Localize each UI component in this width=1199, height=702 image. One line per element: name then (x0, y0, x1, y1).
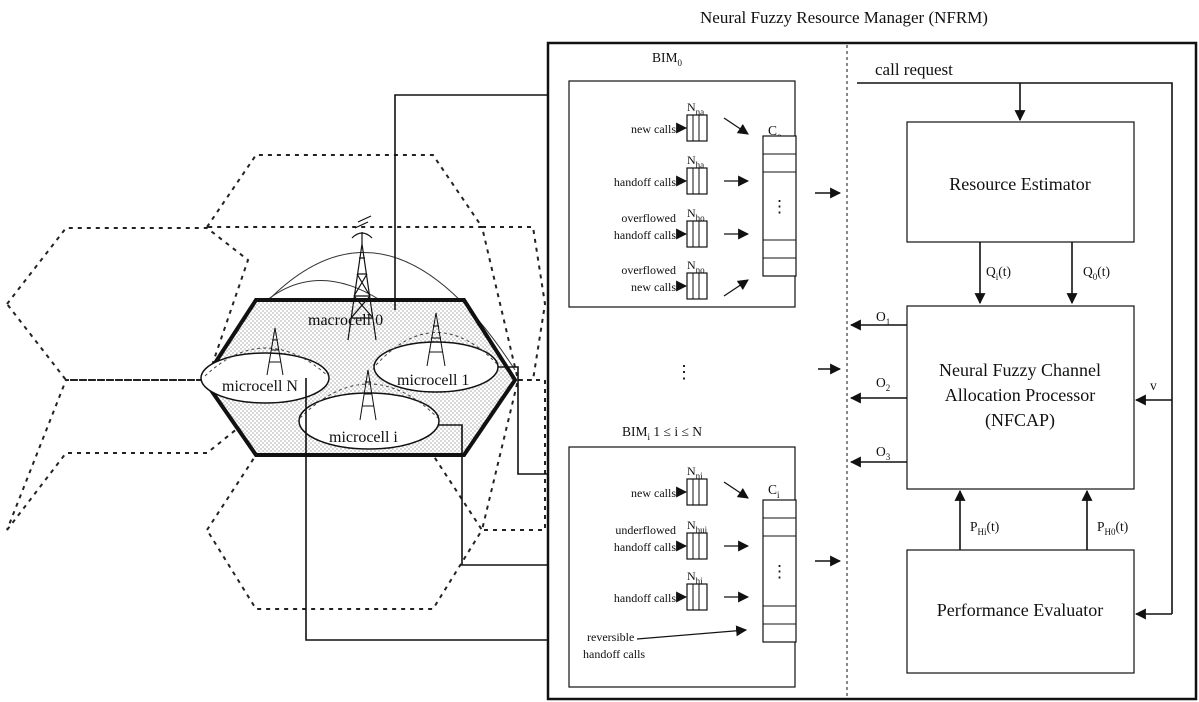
bimi-buffer-dots: ⋮ (771, 562, 788, 581)
bimi-buffer: ⋮ (724, 482, 840, 642)
bim0-queue-0-box (687, 115, 707, 141)
bimi-reversible-line2: handoff calls (583, 647, 645, 661)
bim0-label: BIM0 (652, 50, 683, 68)
bimi-reversible-line1: reversible (587, 630, 634, 644)
bim-ellipsis: ⋮ (675, 362, 693, 382)
v-label: v (1150, 378, 1157, 393)
microcell-i-label: microcell i (329, 429, 398, 446)
q0-label: Q0(t) (1083, 264, 1110, 282)
call-request-line (857, 83, 1172, 88)
bimi-queue-1-input-line-0: underflowed (615, 523, 676, 537)
nfcap-line1: Neural Fuzzy Channel (939, 360, 1101, 380)
neighbor-cell-lower-left (7, 380, 248, 530)
bim0-queue-3-to-buffer-arrow (724, 280, 748, 296)
neighbor-cell-top (207, 155, 482, 227)
bim0-queue-0-input-line-0: new calls (631, 122, 676, 136)
o3-label: O3 (876, 444, 891, 462)
nfcap-line2: Allocation Processor (945, 385, 1095, 405)
bim0-queue-1-input-line-0: handoff calls (614, 175, 676, 189)
bim0-queue-1-box (687, 168, 707, 194)
bim0-buffer-dots: ⋮ (771, 197, 788, 216)
qi-label: Qi(t) (986, 264, 1011, 282)
neighbor-cell-bottom (207, 455, 482, 609)
bim0-queue-2-input-line-1: handoff calls (614, 228, 676, 242)
nfcap-line3: (NFCAP) (985, 410, 1055, 431)
bimi-queue-2-box (687, 584, 707, 610)
o2-label: O2 (876, 375, 890, 393)
bimi-queue-1-input-line-1: handoff calls (614, 540, 676, 554)
bim0-queue-3-input-line-1: new calls (631, 280, 676, 294)
call-request-label: call request (875, 60, 953, 79)
bim0-queue-3-box (687, 273, 707, 299)
bim0-box (569, 81, 795, 307)
microcell-n-label: microcell N (222, 378, 298, 395)
bimi-label: BIMi 1 ≤ i ≤ N (622, 424, 702, 442)
diagram-title: Neural Fuzzy Resource Manager (NFRM) (700, 8, 988, 27)
phi-label: PHi(t) (970, 519, 999, 537)
bimi-queue-1-box (687, 533, 707, 559)
microcell-1-label: microcell 1 (397, 372, 469, 389)
link-macro-bim0 (395, 95, 548, 310)
bim0-buffer: ⋮ (724, 118, 840, 296)
bim0-queue-2-box (687, 221, 707, 247)
ph0-label: PH0(t) (1097, 519, 1128, 537)
bim0-queue-2-input-line-0: overflowed (621, 211, 676, 225)
resource-estimator-label: Resource Estimator (949, 174, 1090, 194)
bimi-queue-2-input-line-0: handoff calls (614, 591, 676, 605)
bim0-queue-3-input-line-0: overflowed (621, 263, 676, 277)
bimi-buffer-label: Ci (768, 482, 780, 500)
performance-evaluator-label: Performance Evaluator (937, 600, 1103, 620)
neighbor-cell-upper-left (7, 228, 248, 380)
bimi-queue-0-box (687, 479, 707, 505)
macrocell-label: macrocell 0 (308, 312, 383, 329)
bim0-queue-0-to-buffer-arrow (724, 118, 748, 134)
bimi-queue-0-to-buffer-arrow (724, 482, 748, 498)
bimi-queue-0-input-line-0: new calls (631, 486, 676, 500)
bimi-reversible-arrow (637, 630, 746, 639)
